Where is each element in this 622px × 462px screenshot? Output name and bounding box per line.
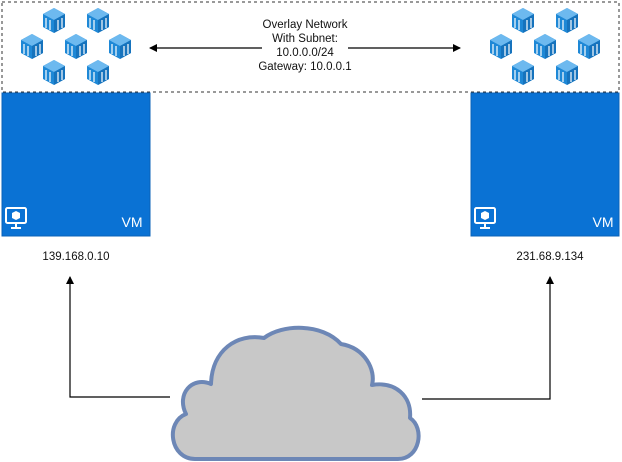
cloud-icon bbox=[170, 325, 421, 461]
overlay-label-line-3: 10.0.0.0/24 bbox=[276, 47, 334, 59]
overlay-label-line-2: With Subnet: bbox=[272, 33, 338, 45]
overlay-label-line-1: Overlay Network bbox=[263, 19, 348, 31]
vm-label: VM bbox=[593, 214, 614, 230]
connector-left bbox=[66, 276, 170, 398]
vm-host-right: VM bbox=[470, 92, 620, 237]
vm-host-left: VM bbox=[1, 92, 151, 237]
overlay-network-region bbox=[1, 1, 620, 93]
host-ip-right: 231.68.9.134 bbox=[516, 251, 584, 263]
container-cluster-icon bbox=[21, 8, 131, 85]
vm-label: VM bbox=[122, 214, 143, 230]
overlay-label-line-4: Gateway: 10.0.0.1 bbox=[258, 61, 351, 73]
container-cluster-icon bbox=[490, 8, 600, 85]
host-ip-left: 139.168.0.10 bbox=[42, 251, 109, 263]
connector-right bbox=[422, 276, 554, 400]
